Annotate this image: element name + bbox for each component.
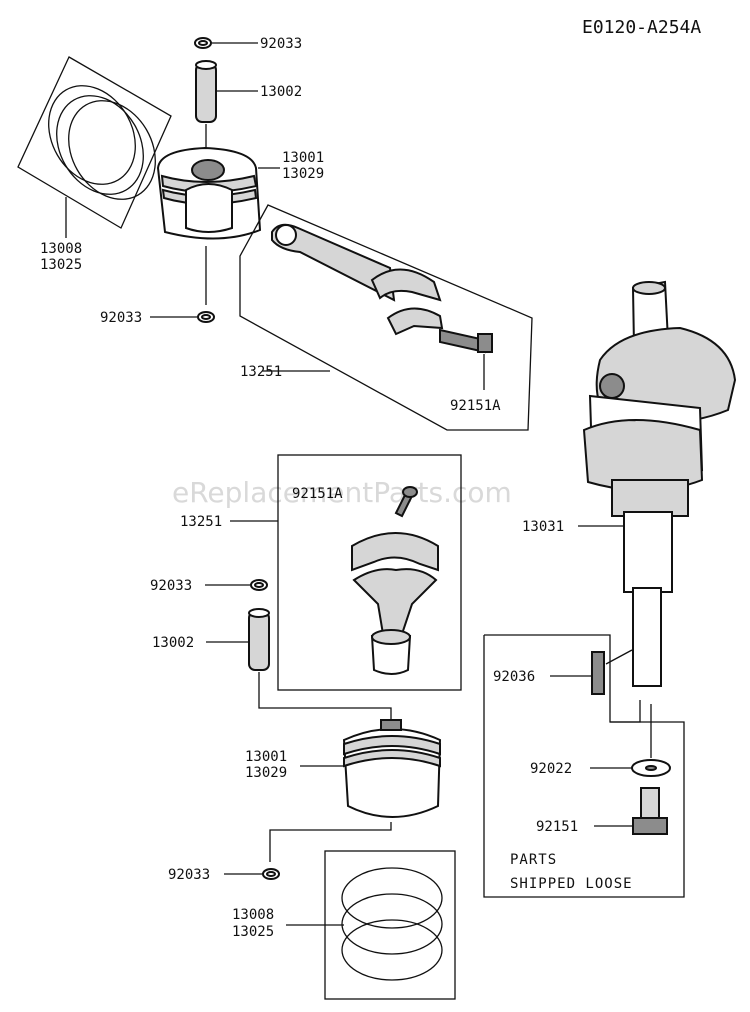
note-line-2: SHIPPED LOOSE [510,876,633,892]
label-92022: 92022 [530,761,572,777]
crankshaft[interactable] [582,280,737,687]
connecting-rod-box [277,454,462,691]
snap-ring-top[interactable] [194,37,212,49]
label-13031: 13031 [522,519,564,535]
label-13025-top: 13025 [40,257,82,273]
label-13008-b: 13008 [232,907,274,923]
piston-lower[interactable] [342,719,442,818]
piston-ring-set-lower[interactable] [341,867,443,981]
label-92151A-box: 92151A [292,486,343,502]
rod-bolt-box[interactable] [394,486,418,518]
snap-ring-b2[interactable] [262,868,280,880]
label-13001-top: 13001 [282,150,324,166]
bolt-part[interactable] [632,787,668,835]
diagram-code: E0120-A254A [582,17,701,38]
piston-pin-top[interactable] [195,60,217,123]
connecting-rod-top[interactable] [239,204,533,431]
label-13002-top: 13002 [260,84,302,100]
label-13029-top: 13029 [282,166,324,182]
label-92036: 92036 [493,669,535,685]
label-13008-top: 13008 [40,241,82,257]
label-92151A-top: 92151A [450,398,501,414]
piston-ring-set-top[interactable] [17,56,173,229]
label-92033-b1: 92033 [150,578,192,594]
label-13025-b: 13025 [232,924,274,940]
snap-ring-mid[interactable] [197,311,215,323]
label-13001-b: 13001 [245,749,287,765]
piston-pin-lower[interactable] [248,608,270,671]
label-13251-top: 13251 [240,364,282,380]
label-92151: 92151 [536,819,578,835]
label-92033-b2: 92033 [168,867,210,883]
label-13029-b: 13029 [245,765,287,781]
label-92033-top: 92033 [260,36,302,52]
snap-ring-b1[interactable] [250,579,268,591]
label-92033-mid: 92033 [100,310,142,326]
label-13251-box: 13251 [180,514,222,530]
connecting-rod-lower[interactable] [351,532,439,675]
key-part[interactable] [591,651,605,695]
washer-part[interactable] [631,759,671,777]
label-13002-b: 13002 [152,635,194,651]
note-line-1: PARTS [510,852,557,868]
piston-top[interactable] [156,146,262,240]
ring-set-box [324,850,456,1000]
watermark-text: eReplacementParts.com [172,476,512,509]
